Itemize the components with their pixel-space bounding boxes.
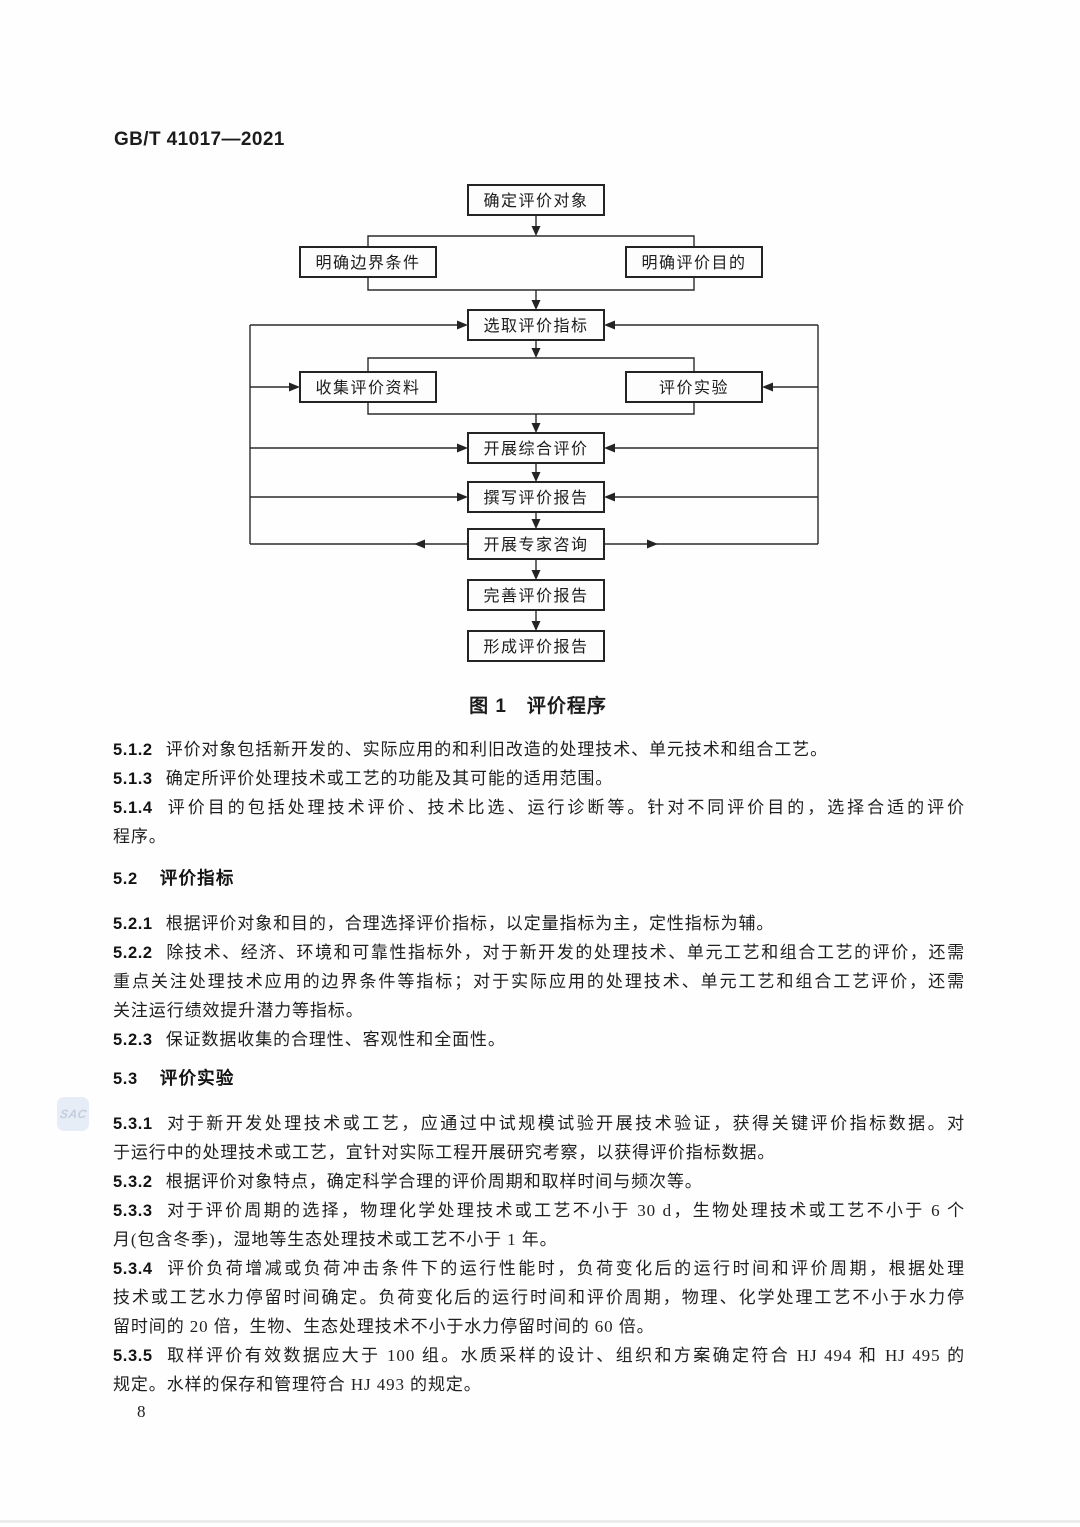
clause-number: 5.3.1 [113,1115,153,1133]
clause-text: 根据评价对象和目的，合理选择评价指标，以定量指标为主，定性指标为辅。 [165,914,775,933]
clause-text: 除技术、经济、环境和可靠性指标外，对于新开发的处理技术、单元工艺和组合工艺的评价… [165,943,965,962]
clause-number: 5.3.3 [113,1202,153,1220]
flow-box-label: 评价实验 [659,379,729,397]
flow-box-label: 明确评价目的 [641,254,746,272]
clause-text: 程序。 [113,827,167,846]
clause-5.3.5-cont: 规定。水样的保存和管理符合 HJ 493 的规定。 [113,1370,965,1399]
clause-5.3.5: 5.3.5 取样评价有效数据应大于 100 组。水质采样的设计、组织和方案确定符合… [113,1341,965,1370]
flow-box-label: 完善评价报告 [483,587,588,605]
section-heading-5.3: 5.3 评价实验 [113,1064,965,1093]
section-number: 5.2 [113,870,138,888]
clause-number: 5.3.5 [113,1347,153,1365]
clause-5.3.2: 5.3.2 根据评价对象特点，确定科学合理的评价周期和取样时间与频次等。 [113,1167,965,1196]
flow-box-label: 确定评价对象 [483,192,588,210]
flow-box-expert-consultation: 开展专家咨询 [467,528,605,560]
clause-text: 评价负荷增减或负荷冲击条件下的运行性能时，负荷变化后的运行时间和评价周期，根据处… [165,1259,965,1278]
clause-text: 评价对象包括新开发的、实际应用的和利旧改造的处理技术、单元技术和组合工艺。 [165,740,829,759]
clause-text: 对于新开发处理技术或工艺，应通过中试规模试验开展技术验证，获得关键评价指标数据。… [165,1114,965,1133]
clause-text: 技术或工艺水力停留时间确定。负荷变化后的运行时间和评价周期，物理、化学处理工艺不… [113,1288,965,1307]
section-heading-5.2: 5.2 评价指标 [113,864,965,893]
clause-text: 保证数据收集的合理性、客观性和全面性。 [165,1030,506,1049]
clause-text: 根据评价对象特点，确定科学合理的评价周期和取样时间与频次等。 [165,1172,703,1191]
flow-box-evaluation-purpose: 明确评价目的 [625,246,763,278]
clause-text: 留时间的 20 倍，生物、生态处理技术不小于水力停留时间的 60 倍。 [113,1317,655,1336]
clause-text: 重点关注处理技术应用的边界条件等指标；对于实际应用的处理技术、单元工艺和组合工艺… [113,972,965,991]
flow-box-select-indicators: 选取评价指标 [467,309,605,341]
section-title: 评价实验 [159,1068,235,1088]
clause-number: 5.3.2 [113,1173,153,1191]
clause-text: 确定所评价处理技术或工艺的功能及其可能的适用范围。 [165,769,614,788]
clause-text: 取样评价有效数据应大于 100 组。水质采样的设计、组织和方案确定符合 HJ 4… [165,1346,965,1365]
clause-5.3.4-cont: 技术或工艺水力停留时间确定。负荷变化后的运行时间和评价周期，物理、化学处理工艺不… [113,1283,965,1312]
flow-box-label: 明确边界条件 [315,254,420,272]
clause-5.3.1: 5.3.1 对于新开发处理技术或工艺，应通过中试规模试验开展技术验证，获得关键评价… [113,1109,965,1138]
flow-box-label: 开展综合评价 [483,440,588,458]
clause-5.2.2-cont: 关注运行绩效提升潜力等指标。 [113,996,965,1025]
flow-box-label: 开展专家咨询 [483,536,588,554]
flow-box-improve-report: 完善评价报告 [467,579,605,611]
section-title: 评价指标 [159,868,235,888]
clause-number: 5.1.4 [113,799,153,817]
figure-caption: 图 1 评价程序 [469,696,607,717]
clause-number: 5.1.3 [113,770,153,788]
clause-text: 于运行中的处理技术或工艺，宜针对实际工程开展研究考察，以获得评价指标数据。 [113,1143,776,1162]
clause-5.2.2: 5.2.2 除技术、经济、环境和可靠性指标外，对于新开发的处理技术、单元工艺和组合… [113,938,965,967]
page-number: 8 [137,1402,146,1421]
clause-5.1.4: 5.1.4 评价目的包括处理技术评价、技术比选、运行诊断等。针对不同评价目的，选择… [113,793,965,822]
clause-number: 5.2.3 [113,1031,153,1049]
clause-5.1.4-cont: 程序。 [113,822,965,851]
clause-5.3.1-cont: 于运行中的处理技术或工艺，宜针对实际工程开展研究考察，以获得评价指标数据。 [113,1138,965,1167]
flow-box-determine-object: 确定评价对象 [467,184,605,216]
clause-number: 5.2.1 [113,915,153,933]
clause-5.3.4-cont: 留时间的 20 倍，生物、生态处理技术不小于水力停留时间的 60 倍。 [113,1312,965,1341]
clause-5.2.2-cont: 重点关注处理技术应用的边界条件等指标；对于实际应用的处理技术、单元工艺和组合工艺… [113,967,965,996]
sac-watermark-label: SAC [58,1107,88,1121]
flow-box-label: 选取评价指标 [483,317,588,335]
clause-5.2.1: 5.2.1 根据评价对象和目的，合理选择评价指标，以定量指标为主，定性指标为辅。 [113,909,965,938]
flow-box-write-report: 撰写评价报告 [467,481,605,513]
clause-number: 5.1.2 [113,741,153,759]
clause-text: 关注运行绩效提升潜力等指标。 [113,1001,364,1020]
flow-box-evaluation-experiment: 评价实验 [625,371,763,403]
clause-5.2.3: 5.2.3 保证数据收集的合理性、客观性和全面性。 [113,1025,965,1054]
clause-number: 5.2.2 [113,944,153,962]
flow-box-collect-data: 收集评价资料 [299,371,437,403]
scan-bottom-edge [0,1520,1080,1523]
flow-box-comprehensive-evaluation: 开展综合评价 [467,432,605,464]
clause-number: 5.3.4 [113,1260,153,1278]
flow-box-label: 撰写评价报告 [483,489,588,507]
flow-box-boundary-conditions: 明确边界条件 [299,246,437,278]
clause-5.1.2: 5.1.2 评价对象包括新开发的、实际应用的和利旧改造的处理技术、单元技术和组合工… [113,735,965,764]
clause-5.1.3: 5.1.3 确定所评价处理技术或工艺的功能及其可能的适用范围。 [113,764,965,793]
standard-number-header: GB/T 41017—2021 [114,129,285,150]
body-text: 5.1.2 评价对象包括新开发的、实际应用的和利旧改造的处理技术、单元技术和组合工… [113,735,965,1399]
evaluation-procedure-flowchart: 确定评价对象 明确边界条件 明确评价目的 选取评价指标 收集评价资料 评价实验 … [249,184,819,662]
clause-text: 对于评价周期的选择，物理化学处理技术或工艺不小于 30 d，生物处理技术或工艺不… [165,1201,965,1220]
flow-box-label: 形成评价报告 [483,638,588,656]
clause-5.3.4: 5.3.4 评价负荷增减或负荷冲击条件下的运行性能时，负荷变化后的运行时间和评价周… [113,1254,965,1283]
sac-watermark: SAC [57,1097,89,1131]
clause-text: 规定。水样的保存和管理符合 HJ 493 的规定。 [113,1375,482,1394]
flowchart-connectors [249,215,819,631]
section-number: 5.3 [113,1070,138,1088]
clause-5.3.3: 5.3.3 对于评价周期的选择，物理化学处理技术或工艺不小于 30 d，生物处理技… [113,1196,965,1225]
clause-text: 月(包含冬季)，湿地等生态处理技术或工艺不小于 1 年。 [113,1230,558,1249]
flow-box-label: 收集评价资料 [315,379,420,397]
flow-box-final-report: 形成评价报告 [467,630,605,662]
clause-text: 评价目的包括处理技术评价、技术比选、运行诊断等。针对不同评价目的，选择合适的评价 [165,798,965,817]
clause-5.3.3-cont: 月(包含冬季)，湿地等生态处理技术或工艺不小于 1 年。 [113,1225,965,1254]
